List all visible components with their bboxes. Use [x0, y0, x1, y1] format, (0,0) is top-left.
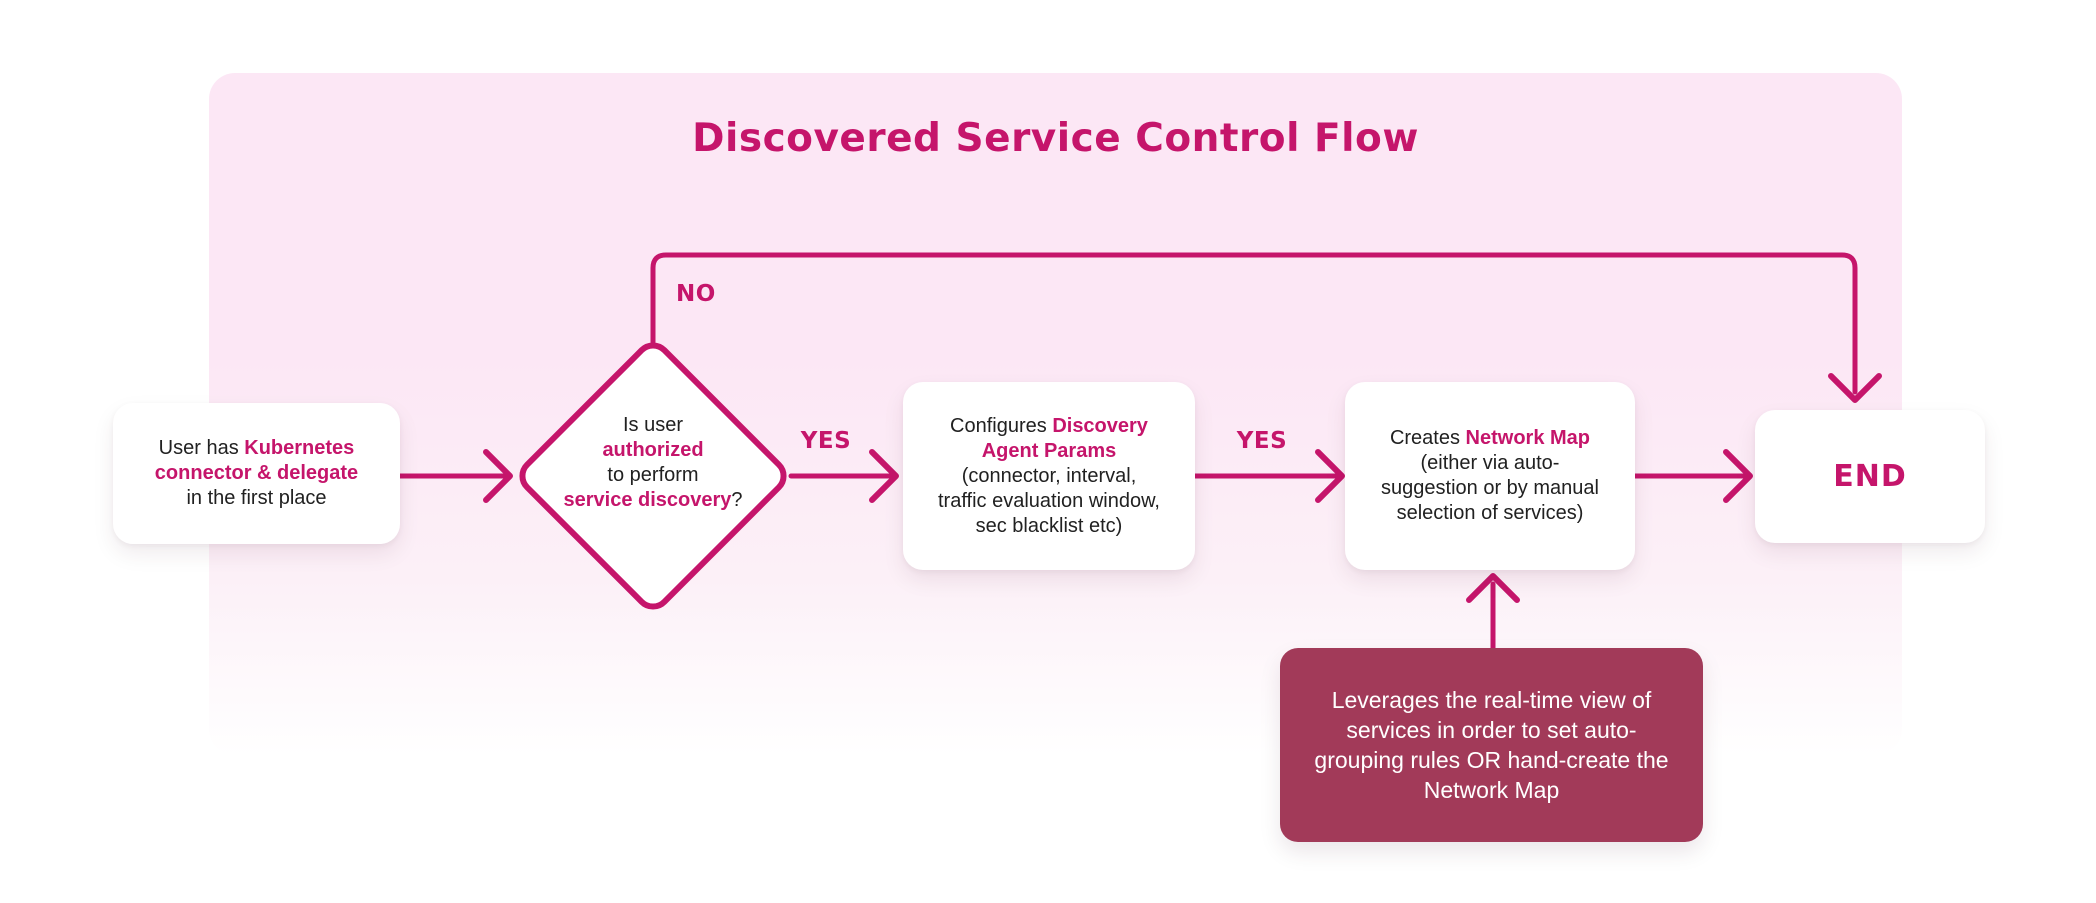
- end-label: END: [1833, 459, 1907, 494]
- arrow-create-to-end-head: [1723, 449, 1753, 503]
- arrow-start-to-decision-head: [483, 449, 513, 503]
- edge-label-yes-1: YES: [800, 428, 852, 454]
- edge-label-no: NO: [676, 281, 716, 307]
- note-callout: Leverages the real-time view of services…: [1280, 648, 1703, 842]
- node-create-text: Creates Network Map(either via auto-sugg…: [1381, 427, 1599, 524]
- arrow-no-loop-line: [650, 252, 1858, 395]
- arrow-configure-to-create-head: [1315, 449, 1345, 503]
- note-text: Leverages the real-time view of services…: [1314, 687, 1669, 803]
- arrow-no-loop-head: [1828, 373, 1882, 403]
- decision-diamond-shape: [519, 342, 787, 610]
- node-end: END: [1755, 410, 1985, 543]
- diagram-title: Discovered Service Control Flow: [692, 116, 1419, 161]
- arrow-decision-to-configure-head: [869, 449, 899, 503]
- arrow-note-to-create-head: [1466, 573, 1520, 603]
- node-create-network-map: Creates Network Map(either via auto-sugg…: [1345, 382, 1635, 570]
- edge-label-yes-2: YES: [1236, 428, 1288, 454]
